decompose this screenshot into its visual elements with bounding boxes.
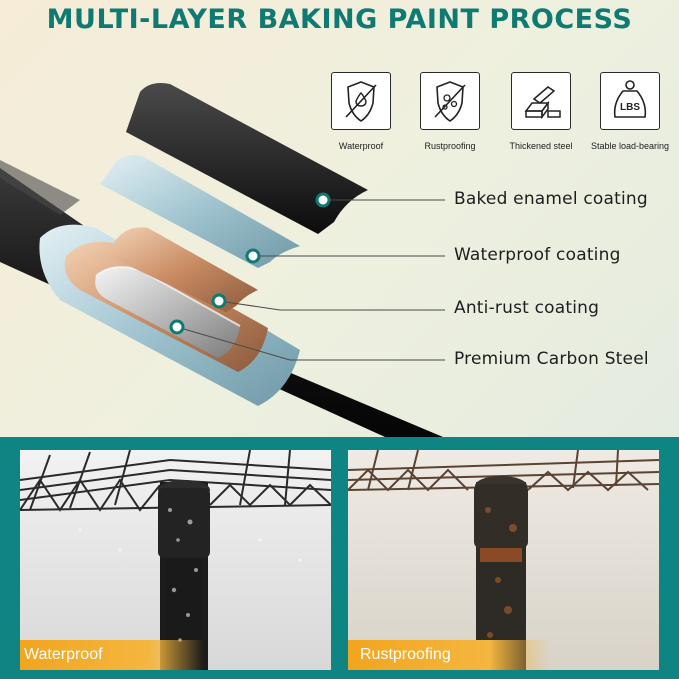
leader-dots [169, 192, 331, 335]
feature-label-thickened-steel: Thickened steel [509, 141, 573, 151]
black-pole [0, 160, 443, 437]
steel-bars-icon [511, 72, 571, 130]
waterproof-tag: Waterproof [20, 640, 204, 670]
waterproof-photo [20, 450, 331, 670]
feature-label-rustproofing: Rustproofing [424, 141, 476, 151]
layer-label-antirust: Anti-rust coating [454, 298, 600, 318]
rustproofing-photo [348, 450, 659, 670]
layer-label-waterproof: Waterproof coating [454, 245, 621, 265]
rustproofing-tag: Rustproofing [348, 640, 550, 670]
antirust-shell [108, 227, 258, 312]
waterproof-shell [100, 154, 300, 268]
pole-cutaway-illustration [0, 83, 445, 437]
waterproof-shield-icon [331, 72, 391, 130]
weight-icon-text: LBS [620, 102, 640, 113]
rustproof-shield-icon [420, 72, 480, 130]
enamel-shell [126, 83, 368, 234]
leader-lines [176, 199, 445, 361]
layer-label-enamel: Baked enamel coating [454, 189, 648, 209]
layer-label-carbon-steel: Premium Carbon Steel [454, 349, 649, 369]
weight-lbs-icon: LBS [600, 72, 660, 130]
page-title: MULTI-LAYER BAKING PAINT PROCESS [46, 4, 633, 35]
feature-label-stable-load-bearing: Stable load-bearing [590, 141, 670, 151]
feature-label-waterproof: Waterproof [338, 141, 384, 151]
